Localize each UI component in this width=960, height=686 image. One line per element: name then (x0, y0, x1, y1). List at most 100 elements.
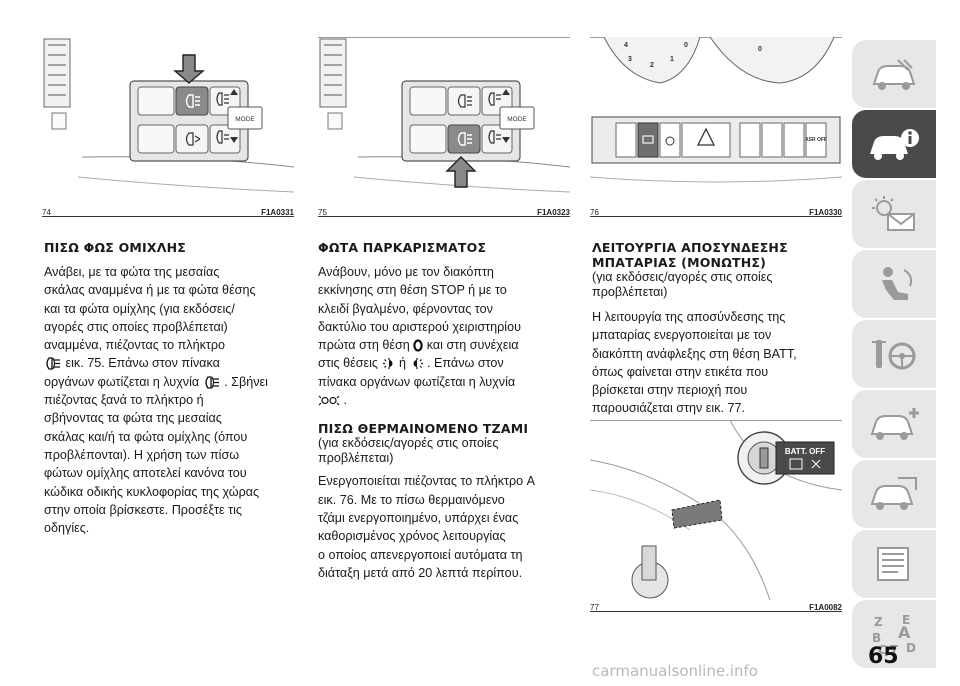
figure-76: 4 3 0 2 1 0 ASR OFF 76 F1A0330 (590, 37, 842, 217)
body-text: οργάνων φωτίζεται η λυχνία (44, 374, 200, 389)
body-text: . Σβήνει (224, 374, 268, 389)
figure-code: F1A0323 (537, 208, 570, 217)
figure-76-bottom-rule (590, 216, 842, 217)
figure-code: F1A0082 (809, 603, 842, 612)
warning-lights-mail-icon (872, 196, 915, 231)
body-text: πρώτα στη θέση (318, 338, 410, 353)
body-line: Η λειτουργία της αποσύνδεσης της (592, 310, 786, 324)
section-heading: ΦΩΤΑ ΠΑΡΚΑΡΙΣΜΑΤΟΣ (318, 240, 487, 255)
index-letter: C (878, 643, 887, 656)
body-line: καθορισμένος χρόνος λειτουργίας (318, 529, 506, 544)
body-line: σκάλας αναμμένα ή με τα φώτα θέσης (44, 283, 256, 298)
dial-number: 0 (684, 42, 688, 49)
tab-know-your-car[interactable] (852, 110, 936, 178)
dial-number: 3 (628, 56, 632, 63)
mode-button-label: MODE (507, 116, 527, 123)
body-line: εικ. 75. Επάνω στον πίνακα (44, 354, 296, 372)
figure-number: 74 (42, 208, 51, 217)
alphabet-index-icon: Z E B A C T D (872, 613, 916, 656)
index-letter: A (898, 623, 911, 642)
subheading-line: προβλέπεται) (592, 285, 668, 299)
body-line: όπως φαίνεται στην ετικέτα που (592, 364, 769, 379)
figure-code: F1A0331 (261, 208, 294, 217)
figure-74-bottom-rule (42, 216, 294, 217)
tab-emergency[interactable] (852, 390, 936, 458)
body-line: τζάμι ενεργοποιημένο, υπάρχει ένας (318, 510, 519, 525)
parking-light-left-icon (382, 358, 392, 370)
figure-number: 75 (318, 208, 327, 217)
tab-maintenance[interactable] (852, 460, 936, 528)
rear-fog-light-icon (46, 357, 60, 371)
body-line: οργάνων φωτίζεται η λυχνία . Σβήνει (44, 373, 296, 391)
tab-starting-driving[interactable] (852, 320, 936, 388)
body-text: ή (399, 356, 407, 371)
body-line: κώδικα οδικής κυκλοφορίας της χώρας (44, 484, 260, 499)
asr-off-label: ASR OFF (805, 137, 827, 143)
steering-tools-icon (872, 340, 916, 370)
seat-airbag-icon (882, 267, 913, 300)
body-line: πρώτα στη θέση και στη συνέχεια (318, 336, 574, 354)
tab-dashboard[interactable] (852, 40, 936, 108)
car-service-icon (870, 408, 919, 440)
section-heading: ΠΙΣΩ ΘΕΡΜΑΙΝΟΜΕΝΟ ΤΖΑΜΙ (318, 421, 529, 437)
body-line: οδηγίες. (44, 521, 90, 536)
dial-number: 4 (624, 42, 628, 49)
body-line: πίνακα οργάνων φωτίζεται η λυχνία (318, 374, 516, 389)
body-text: . Επάνω στον (427, 356, 504, 371)
subheading-line: προβλέπεται) (318, 451, 394, 466)
mode-button-label: MODE (235, 116, 255, 123)
body-line: κλειδί βγαλμένο, φέρνοντας τον (318, 301, 493, 316)
body-line: σκάλας και/ή τα φώτα ομίχλης (όπου (44, 429, 248, 444)
body-line: . (318, 391, 574, 409)
figure-77: BATT. OFF 77 F1A0082 (590, 420, 842, 612)
figure-74: MODE 74 F1A0331 (42, 37, 294, 217)
body-text: . (343, 393, 348, 408)
body-line: ο οποίος απενεργοποιεί αυτόματα τη (318, 547, 523, 562)
body-text: εικ. 75. Επάνω στον πίνακα (65, 356, 220, 371)
tab-safety[interactable] (852, 250, 936, 318)
figure-77-bottom-rule (590, 611, 842, 612)
column-parking-and-rear-window: ΦΩΤΑ ΠΑΡΚΑΡΙΣΜΑΤΟΣ Ανάβουν, μόνο με τον … (318, 240, 574, 582)
section-heading: ΠΙΣΩ ΦΩΣ ΟΜΙΧΛΗΣ (44, 240, 186, 255)
body-line: φώτων ομίχλης αποτελεί κανόνα του (44, 466, 247, 481)
tab-technical-data[interactable] (852, 530, 936, 598)
batt-off-label: BATT. OFF (785, 447, 825, 456)
index-letter: Z (874, 615, 883, 629)
figure-75-bottom-rule (318, 216, 570, 217)
dial-number: 0 (758, 46, 762, 53)
tab-index[interactable]: Z E B A C T D (852, 600, 936, 668)
body-line: δακτύλιο του αριστερού χειριστηρίου (318, 319, 521, 334)
watermark: carmanualsonline.info (592, 662, 758, 680)
body-line: βρίσκεται στην περιοχή που (592, 383, 748, 398)
body-line: αναμμένα, πιέζοντας το πλήκτρο (44, 338, 226, 353)
chapter-tabs: Z E B A C T D (852, 40, 936, 670)
subheading-line: (για εκδόσεις/αγορές στις οποίες (592, 270, 773, 284)
column-rear-fog-lights: ΠΙΣΩ ΦΩΣ ΟΜΙΧΛΗΣ Ανάβει, με τα φώτα της … (44, 240, 296, 537)
dial-number: 1 (670, 56, 674, 63)
body-line: διάταξη μετά από 20 λεπτά περίπου. (318, 565, 523, 580)
section-heading: ΛΕΙΤΟΥΡΓΙΑ ΑΠΟΣΥΝΔΕΣΗΣ (592, 240, 788, 255)
column-battery-disconnect: ΛΕΙΤΟΥΡΓΙΑ ΑΠΟΣΥΝΔΕΣΗΣ ΜΠΑΤΑΡΙΑΣ (ΜΟΝΩΤΗ… (592, 240, 842, 418)
figure-75: MODE 75 F1A0323 (318, 37, 570, 217)
car-dashboard-icon (872, 59, 916, 90)
tab-warning-lights[interactable] (852, 180, 936, 248)
body-line: εικ. 76. Με το πίσω θερμαινόμενο (318, 492, 505, 507)
figure-number: 77 (590, 603, 599, 612)
off-position-icon (413, 339, 423, 352)
body-line: εκκίνησης στη θέση STOP ή με το (318, 283, 507, 298)
body-line: Ανάβει, με τα φώτα της μεσαίας (44, 265, 220, 279)
list-index-icon (877, 547, 909, 581)
body-line: διακόπτη ανάφλεξης στη θέση BATT, (592, 346, 797, 361)
index-letter: D (906, 641, 916, 655)
body-line: Ανάβουν, μόνο με τον διακόπτη (318, 265, 494, 279)
body-line: Ενεργοποιείται πιέζοντας το πλήκτρο A (318, 474, 536, 489)
body-text: και στη συνέχεια (426, 338, 519, 353)
figure-code: F1A0330 (809, 208, 842, 217)
car-specs-icon (870, 477, 917, 510)
body-line: σβήνοντας τα φώτα της μεσαίας (44, 411, 222, 426)
figure-76-illustration: 4 3 0 2 1 0 ASR OFF (590, 37, 842, 183)
subheading-line: (για εκδόσεις/αγορές στις οποίες (318, 436, 499, 451)
car-info-icon (870, 129, 919, 160)
figure-77-illustration: BATT. OFF (590, 420, 842, 600)
figure-number: 76 (590, 208, 599, 217)
